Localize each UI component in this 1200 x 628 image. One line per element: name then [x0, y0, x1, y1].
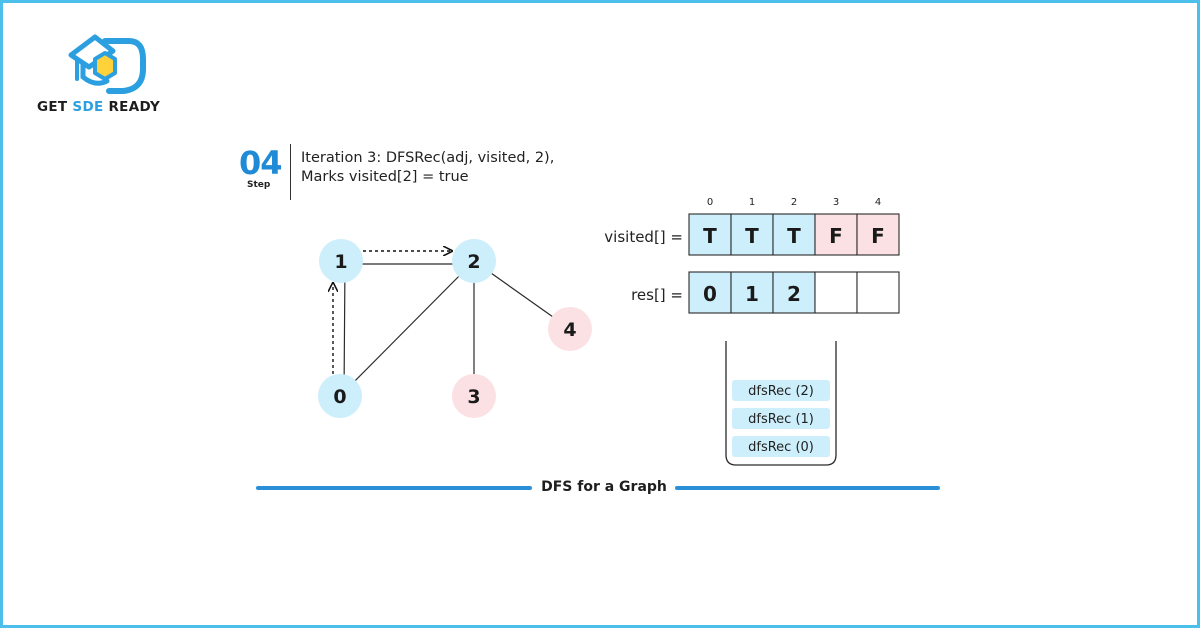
array-index-3: 3 — [833, 197, 839, 208]
graph-node-0 — [318, 374, 362, 418]
visited-cell-value-4: F — [871, 224, 885, 248]
graph-node-2 — [452, 239, 496, 283]
visited-cell-value-1: T — [745, 224, 759, 248]
brand-name-part-1: GET — [37, 99, 73, 115]
res-cell-4 — [856, 271, 900, 314]
graph-node-3 — [452, 374, 496, 418]
brand-logo: GET SDE READY — [37, 33, 177, 123]
call-stack-frame-label-1: dfsRec (1) — [748, 412, 814, 427]
graph-node-label-1: 1 — [334, 251, 347, 273]
step-description-line-2: Marks visited[2] = true — [301, 169, 469, 185]
graph-node-label-2: 2 — [467, 251, 480, 273]
res-cell-2 — [772, 271, 816, 314]
graph-edges — [339, 260, 571, 397]
visited-array-label: visited[] = — [604, 228, 683, 246]
res-cell-value-0: 0 — [703, 282, 717, 306]
graph-node-label-0: 0 — [333, 386, 346, 408]
call-stack-container — [725, 341, 837, 466]
call-stack-frame-label-0: dfsRec (2) — [748, 384, 814, 399]
visited-cell-4 — [856, 213, 900, 256]
res-cell-1 — [730, 271, 774, 314]
graph-node-label-3: 3 — [467, 386, 480, 408]
logo-mark-icon — [68, 34, 146, 94]
res-array-label: res[] = — [631, 286, 683, 304]
footer-line-right — [675, 486, 940, 490]
graph-node-1 — [319, 239, 363, 283]
visited-cell-2 — [772, 213, 816, 256]
step-number: 04 — [239, 144, 283, 182]
brand-name-part-3: READY — [103, 99, 161, 115]
call-stack-frame-2 — [732, 436, 830, 457]
call-stack-frame-label-2: dfsRec (0) — [748, 440, 814, 455]
res-cell-3 — [814, 271, 858, 314]
array-index-2: 2 — [791, 197, 797, 208]
step-label: Step — [247, 180, 271, 190]
res-cell-value-2: 2 — [787, 282, 801, 306]
brand-name-part-2: SDE — [72, 99, 104, 115]
res-cell-value-1: 1 — [745, 282, 759, 306]
visited-cell-value-2: T — [787, 224, 801, 248]
visited-cell-value-0: T — [703, 224, 717, 248]
graph-node-label-4: 4 — [563, 319, 576, 341]
graph-nodes: 0 1 2 3 4 — [318, 239, 592, 418]
brand-name: GET SDE READY — [37, 99, 187, 115]
array-index-0: 0 — [707, 197, 713, 208]
call-stack: dfsRec (2) dfsRec (1) dfsRec (0) — [725, 341, 837, 466]
array-index-4: 4 — [875, 197, 881, 208]
step-divider — [290, 144, 291, 200]
step-badge: 04 Step — [239, 145, 299, 201]
call-stack-frame-1 — [732, 408, 830, 429]
graph-node-4 — [548, 307, 592, 351]
array-index-1: 1 — [749, 197, 755, 208]
graph-edge-0-2 — [339, 260, 475, 397]
step-description: Iteration 3: DFSRec(adj, visited, 2), Ma… — [301, 149, 554, 187]
graph-edge-0-1 — [343, 260, 346, 397]
visited-cell-value-3: F — [829, 224, 843, 248]
footer-title: DFS for a Graph — [541, 479, 667, 495]
step-description-line-1: Iteration 3: DFSRec(adj, visited, 2), — [301, 150, 555, 166]
traversal-arrows — [333, 251, 452, 374]
call-stack-frame-0 — [732, 380, 830, 401]
footer-line-left — [256, 486, 532, 490]
